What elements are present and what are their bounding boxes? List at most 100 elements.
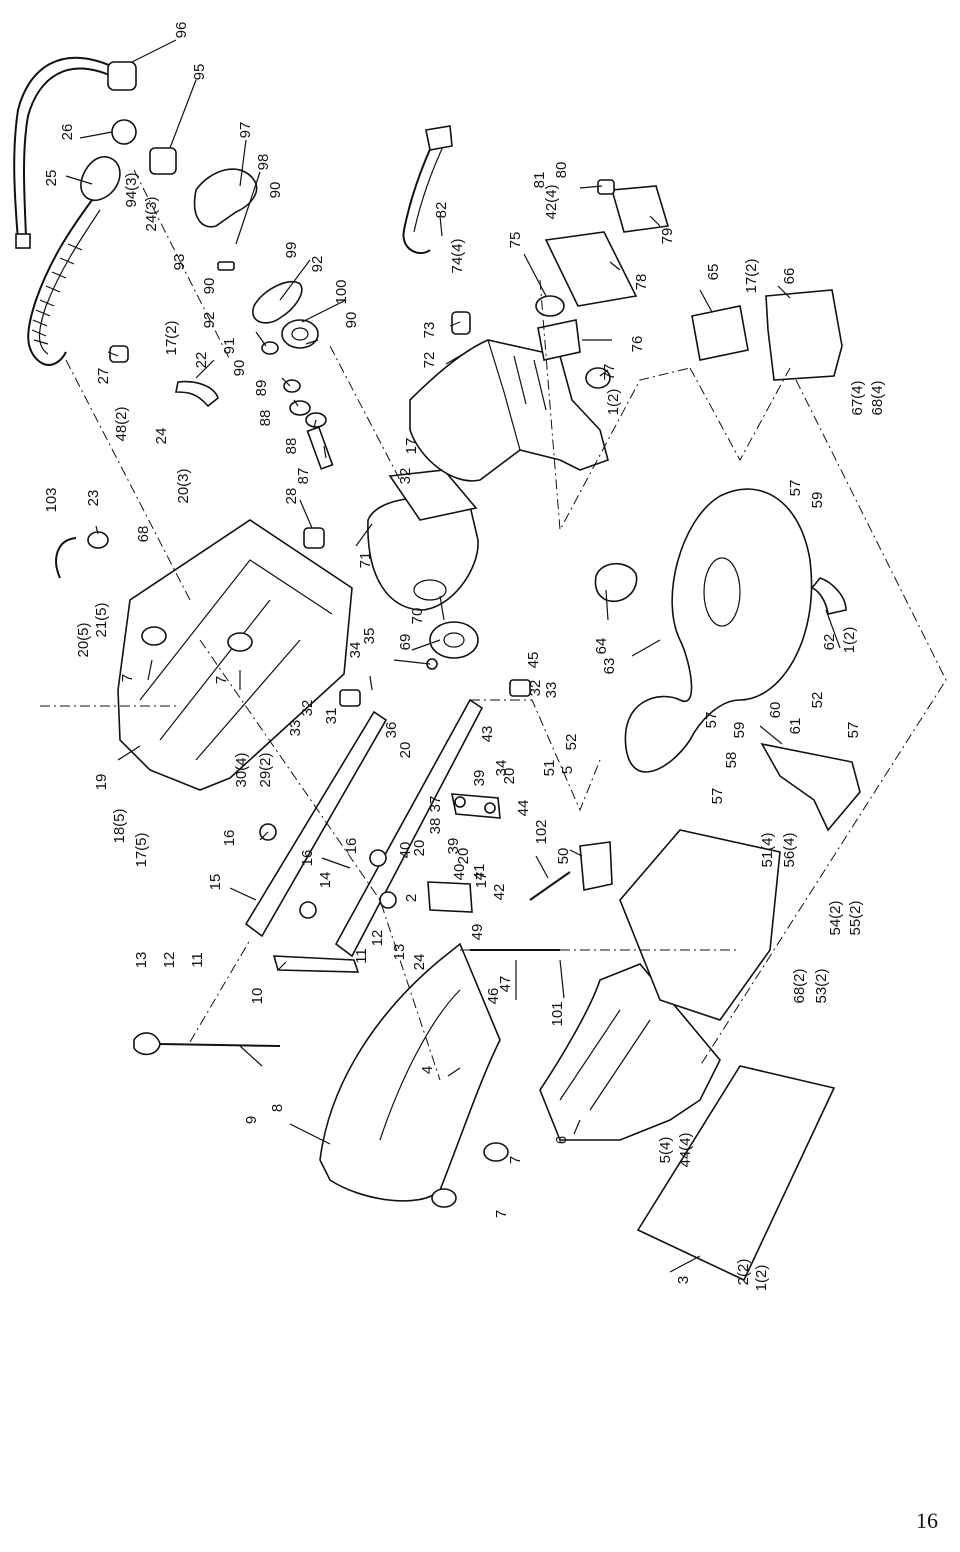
part-label-93: 93 xyxy=(171,254,188,271)
part-label-20d: 20 xyxy=(501,768,518,785)
part-label-61: 61 xyxy=(787,718,804,735)
plate-78 xyxy=(544,231,638,307)
part-label-90c: 90 xyxy=(231,360,248,377)
part-label-35: 35 xyxy=(361,628,378,645)
dust-hose xyxy=(13,56,121,366)
part-label-12a: 12 xyxy=(161,952,178,969)
part-label-17a: 17 xyxy=(403,438,420,455)
part-label-68a: 68 xyxy=(135,526,152,543)
part-label-92a: 92 xyxy=(201,312,218,329)
part-label-95: 95 xyxy=(191,64,208,81)
part-label-13a: 13 xyxy=(133,952,150,969)
switch-cap-80 xyxy=(597,179,615,195)
part-label-29_2: 29(2) xyxy=(257,752,274,787)
part-label-20a: 20 xyxy=(397,742,414,759)
part-label-88a: 88 xyxy=(257,410,274,427)
part-label-100: 100 xyxy=(333,279,350,304)
part-label-2_2: 2(2) xyxy=(735,1259,752,1286)
bushing-28 xyxy=(303,527,325,549)
bracket-66 xyxy=(765,289,843,381)
part-label-59a: 59 xyxy=(809,492,826,509)
part-label-1_2b: 1(2) xyxy=(841,627,858,654)
part-label-14: 14 xyxy=(317,872,334,889)
part-label-3: 3 xyxy=(675,1276,692,1284)
part-label-20c: 20 xyxy=(455,848,472,865)
part-label-17_2a: 17(2) xyxy=(163,320,180,355)
part-label-31: 31 xyxy=(323,708,340,725)
stand-upper xyxy=(619,829,781,1021)
part-label-42_4: 42(4) xyxy=(543,184,560,219)
insert-64 xyxy=(594,562,638,603)
part-label-16a: 16 xyxy=(221,830,238,847)
part-label-33b: 33 xyxy=(543,682,560,699)
part-label-21_5: 21(5) xyxy=(93,602,110,637)
part-label-32b: 32 xyxy=(299,700,316,717)
part-label-103: 103 xyxy=(43,487,60,512)
cap-27 xyxy=(109,345,129,363)
part-label-7c: 7 xyxy=(507,1156,524,1164)
blade-guard-10 xyxy=(272,955,360,973)
shaft-87 xyxy=(306,426,334,470)
part-label-7b: 7 xyxy=(213,676,230,684)
part-label-11a: 11 xyxy=(189,952,206,968)
part-label-44_4: 44(4) xyxy=(677,1132,694,1167)
part-label-32a: 32 xyxy=(397,468,414,485)
motor-plate xyxy=(388,469,478,521)
part-label-28: 28 xyxy=(283,488,300,505)
part-label-8: 8 xyxy=(269,1104,286,1112)
part-label-20b: 20 xyxy=(411,840,428,857)
part-label-5_4: 5(4) xyxy=(657,1137,674,1164)
part-label-10: 10 xyxy=(249,988,266,1005)
part-label-70: 70 xyxy=(409,608,426,625)
part-label-42: 42 xyxy=(491,884,508,901)
part-label-87: 87 xyxy=(295,468,312,485)
belt-cover-97 xyxy=(193,168,258,228)
pulley-70 xyxy=(429,621,479,659)
part-label-56_4: 56(4) xyxy=(781,832,798,867)
lower-arm-14 xyxy=(334,698,484,958)
part-label-1_2c: 1(2) xyxy=(753,1265,770,1290)
strain-relief-73 xyxy=(451,311,471,335)
part-label-48_2: 48(2) xyxy=(113,406,130,441)
part-label-78: 78 xyxy=(633,274,650,291)
tension-knob-9 xyxy=(133,1032,281,1056)
part-label-71: 71 xyxy=(357,552,374,569)
part-label-62: 62 xyxy=(821,634,838,651)
pulley-100 xyxy=(281,319,319,349)
part-label-90d: 90 xyxy=(343,312,360,329)
part-label-22: 22 xyxy=(193,352,210,369)
part-label-90b: 90 xyxy=(267,182,284,199)
knob-23 xyxy=(87,531,109,549)
capacitor-75 xyxy=(535,295,565,317)
part-label-12b: 12 xyxy=(369,930,386,947)
part-label-88b: 88 xyxy=(283,438,300,455)
part-label-17_2b: 17(2) xyxy=(743,258,760,293)
motor-housing-72 xyxy=(409,339,609,482)
part-label-79: 79 xyxy=(659,228,676,245)
bracket-65 xyxy=(691,305,749,361)
part-label-19: 19 xyxy=(93,774,110,791)
part-label-7a: 7 xyxy=(119,674,136,682)
part-label-43: 43 xyxy=(479,726,496,743)
part-label-30_4: 30(4) xyxy=(233,752,250,787)
part-label-98: 98 xyxy=(255,154,272,171)
part-label-77: 77 xyxy=(601,364,618,381)
part-label-7d: 7 xyxy=(493,1210,510,1218)
part-label-97: 97 xyxy=(237,122,254,139)
part-label-67_4: 67(4) xyxy=(849,380,866,415)
part-label-69: 69 xyxy=(397,634,414,651)
part-label-39a: 39 xyxy=(471,770,488,787)
part-label-94_3: 94(3) xyxy=(123,172,140,207)
part-label-102: 102 xyxy=(533,819,550,844)
part-label-5a: 5 xyxy=(559,766,576,774)
cover-76 xyxy=(537,319,581,361)
part-label-81: 81 xyxy=(531,172,548,189)
nozzle-25 xyxy=(80,156,121,202)
part-label-76: 76 xyxy=(629,336,646,353)
part-label-18_5: 18(5) xyxy=(111,808,128,843)
part-label-20_5: 20(5) xyxy=(75,622,92,657)
part-label-57d: 57 xyxy=(845,722,862,739)
part-label-73: 73 xyxy=(421,322,438,339)
part-label-4: 4 xyxy=(419,1066,436,1074)
